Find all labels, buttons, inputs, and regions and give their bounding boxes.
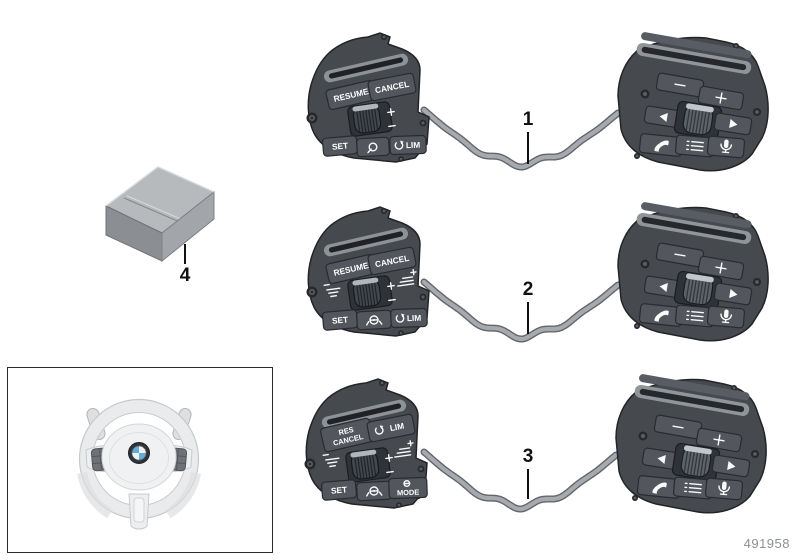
left-switch-panel-2: RESUME CANCEL SET (305, 206, 430, 337)
steering-assist-icon (366, 486, 383, 497)
right-switch-panel-2 (617, 200, 769, 342)
cruise-control-button[interactable] (356, 136, 390, 158)
svg-text:LIM: LIM (389, 421, 405, 434)
set-button[interactable]: SET (320, 479, 358, 501)
distance-decrease-icon[interactable] (323, 283, 341, 298)
limit-button[interactable]: LIM (389, 134, 427, 156)
distance-increase-icon[interactable] (393, 440, 415, 458)
speed-limiter-icon (374, 425, 384, 435)
bmw-roundel (128, 442, 150, 464)
left-switch-panel-1: RESUME CANCEL SET LIM (305, 32, 430, 163)
right-switch-panel-3 (615, 372, 767, 514)
box-side (161, 190, 215, 263)
steering-assist-button[interactable] (356, 309, 392, 331)
resume-button[interactable]: RESUME (325, 79, 377, 111)
set-button[interactable]: SET (321, 135, 359, 157)
distance-increase-icon[interactable] (396, 269, 418, 287)
steering-assist-button[interactable] (356, 480, 392, 502)
svg-text:LIM: LIM (406, 140, 421, 150)
switch-assembly-1: RESUME CANCEL SET LIM (305, 30, 769, 172)
drawing-number: 491958 (743, 536, 790, 551)
switch-assembly-2: RESUME CANCEL SET (305, 200, 769, 343)
steering-wheel-inset (7, 367, 273, 553)
callout-3[interactable]: 3 (522, 446, 534, 467)
limit-button[interactable]: LIM (366, 413, 416, 443)
right-switch-panel-1 (617, 30, 769, 172)
mode-button[interactable]: MODE (388, 476, 428, 500)
switch-assembly-3: RES CANCEL LIM SET (303, 372, 767, 514)
cruise-control-icon (367, 142, 378, 154)
callout-4[interactable]: 4 (179, 265, 191, 286)
svg-text:MODE: MODE (397, 488, 420, 498)
callout-2[interactable]: 2 (522, 279, 534, 300)
speed-limiter-icon (394, 140, 404, 150)
svg-text:SET: SET (331, 484, 348, 495)
svg-text:SET: SET (332, 314, 349, 325)
svg-text:SET: SET (332, 140, 349, 151)
speed-limiter-icon (395, 313, 405, 323)
drive-mode-icon (403, 480, 411, 488)
cancel-button[interactable]: CANCEL (367, 246, 417, 276)
callout-line-4 (184, 244, 186, 264)
callout-line-1 (527, 132, 529, 164)
cancel-button[interactable]: CANCEL (367, 72, 417, 102)
steering-wheel-illustration (77, 398, 201, 530)
svg-text:LIM: LIM (407, 313, 422, 323)
callout-1[interactable]: 1 (522, 109, 534, 130)
steering-assist-icon (366, 315, 383, 326)
distance-decrease-icon[interactable] (322, 453, 340, 468)
limit-button[interactable]: LIM (390, 307, 428, 329)
callout-line-3 (527, 469, 529, 499)
callout-line-2 (527, 302, 529, 334)
parts-box (105, 166, 215, 263)
svg-text:RES: RES (338, 425, 355, 437)
set-button[interactable]: SET (321, 309, 359, 331)
resume-button[interactable]: RESUME (325, 253, 377, 285)
left-switch-panel-3: RES CANCEL LIM SET (303, 378, 428, 509)
